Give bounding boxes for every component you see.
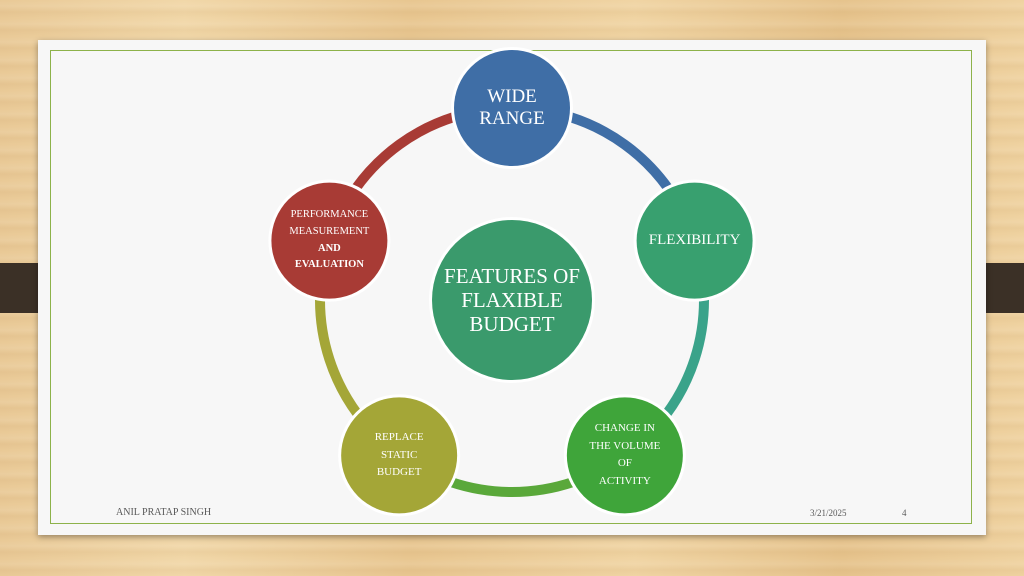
performance-measurement-label-line: EVALUATION: [294, 259, 364, 271]
flexibility-label-line: FLEXIBILITY: [648, 232, 741, 249]
performance-measurement-circle: [271, 182, 388, 299]
wide-range-label-line: RANGE: [479, 108, 545, 129]
change-in-volume-label: CHANGE IN THE VOLUME OF ACTIVITY: [567, 397, 683, 513]
performance-measurement-label-line: AND: [318, 242, 341, 254]
center-node-circle: [432, 220, 592, 380]
flexibility-label: FLEXIBILITY: [637, 183, 753, 299]
center-node-label-line: FEATURES OF: [444, 263, 580, 288]
change-in-volume-label-line: THE VOLUME: [589, 439, 661, 452]
performance-measurement-label-line: PERFORMANCE: [290, 209, 369, 221]
performance-measurement-label-line: MEASUREMENT: [289, 225, 370, 237]
node-circle-group: [268, 47, 756, 517]
replace-static-budget-label-line: BUDGET: [376, 466, 422, 479]
change-in-volume-label-line: CHANGE IN: [594, 422, 655, 435]
change-in-volume-circle: [566, 397, 683, 514]
replace-static-budget-label: REPLACE STATIC BUDGET: [341, 397, 457, 513]
replace-static-budget-label-line: REPLACE: [374, 430, 424, 443]
change-in-volume-label-line: OF: [617, 457, 632, 470]
performance-measurement-label: PERFORMANCE MEASUREMENT AND EVALUATION: [271, 183, 387, 299]
footer-author: ANIL PRATAP SINGH: [116, 507, 212, 518]
center-node-label-line: BUDGET: [469, 312, 555, 337]
replace-static-budget-label-line: STATIC: [380, 448, 418, 461]
wide-range-label-line: WIDE: [487, 86, 537, 108]
flexibility-circle: [636, 182, 753, 299]
page-number: 4: [902, 508, 907, 518]
center-node-label-line: FLAXIBLE: [461, 287, 563, 312]
footer-date: 3/21/2025: [810, 508, 847, 518]
wide-range-circle: [454, 50, 570, 166]
change-in-volume-label-line: ACTIVITY: [598, 474, 651, 487]
replace-static-budget-circle: [341, 397, 458, 514]
